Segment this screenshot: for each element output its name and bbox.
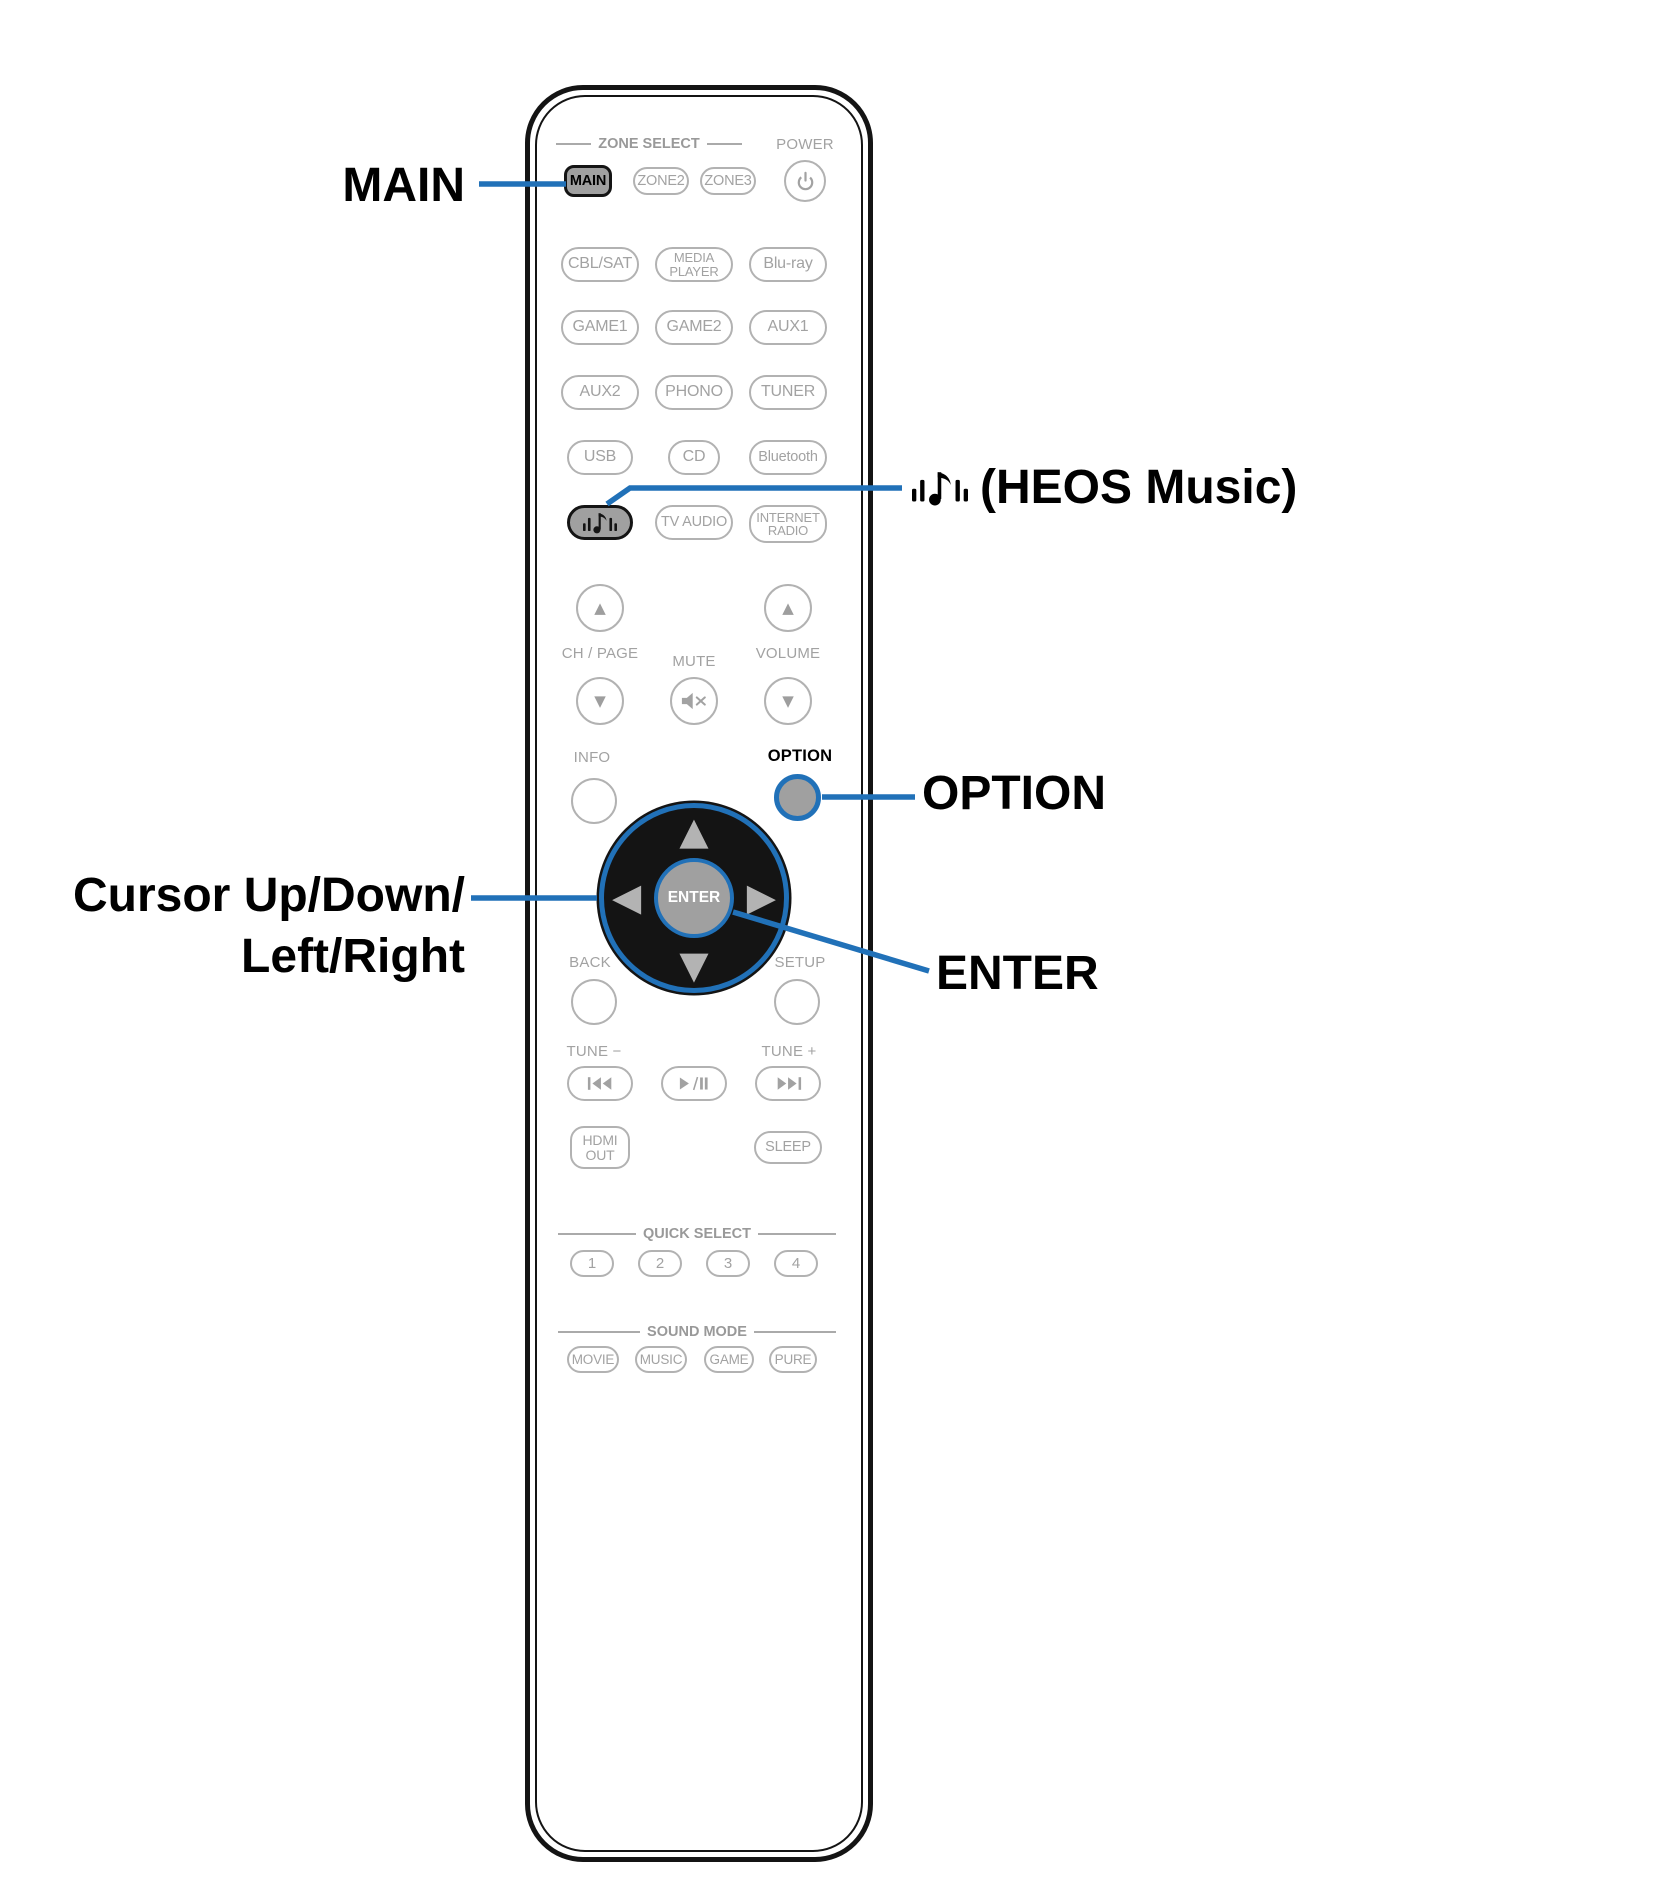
callout-enter-label: ENTER (936, 947, 1099, 1000)
power-icon (797, 171, 813, 190)
header-line (757, 1232, 837, 1236)
heos-music-icon (583, 513, 617, 534)
ch-page-down-button[interactable]: ▼ (576, 677, 624, 725)
phono-button[interactable]: PHONO (655, 375, 733, 410)
hdmi-out-line2: OUT (585, 1146, 615, 1163)
sound-mode-header: SOUND MODE (558, 1324, 836, 1340)
option-label: OPTION (767, 747, 833, 765)
cursor-pad: ▲ ▼ ◀ ▶ ENTER (599, 803, 789, 993)
ch-page-up-button[interactable]: ▲ (576, 584, 624, 632)
power-button[interactable] (784, 160, 826, 202)
quick-select-2-button[interactable]: 2 (638, 1250, 682, 1277)
tune-plus-label: TUNE + (761, 1043, 817, 1060)
volume-down-button[interactable]: ▼ (764, 677, 812, 725)
zone2-button[interactable]: ZONE2 (633, 167, 689, 195)
tv-audio-button[interactable]: TV AUDIO (655, 505, 733, 540)
header-line (706, 142, 743, 146)
bluetooth-button[interactable]: Bluetooth (749, 440, 827, 475)
mute-label: MUTE (672, 653, 716, 670)
cursor-right-button[interactable]: ▶ (746, 875, 776, 920)
media-player-button[interactable]: MEDIA PLAYER (655, 247, 733, 282)
header-line (753, 1330, 836, 1334)
cursor-up-button[interactable]: ▲ (679, 809, 709, 853)
power-label: POWER (776, 136, 834, 153)
play-pause-button[interactable] (661, 1066, 727, 1101)
heos-button[interactable] (567, 505, 633, 540)
zone-select-label: ZONE SELECT (598, 136, 700, 152)
info-label: INFO (573, 749, 611, 766)
skip-back-button[interactable] (567, 1066, 633, 1101)
skip-forward-button[interactable] (755, 1066, 821, 1101)
cbl-sat-button[interactable]: CBL/SAT (561, 247, 639, 282)
hdmi-out-line1: HDMI (582, 1132, 618, 1149)
callout-cursor-line2: Left/Right (241, 929, 465, 983)
usb-button[interactable]: USB (567, 440, 633, 475)
heos-music-icon (912, 472, 968, 506)
internet-radio-line2: RADIO (767, 523, 809, 538)
tuner-button[interactable]: TUNER (749, 375, 827, 410)
tune-minus-label: TUNE − (566, 1043, 622, 1060)
zone-select-header: ZONE SELECT (556, 136, 743, 152)
back-label: BACK (569, 954, 611, 971)
back-button[interactable] (571, 979, 617, 1025)
quick-select-1-button[interactable]: 1 (570, 1250, 614, 1277)
quick-select-4-button[interactable]: 4 (774, 1250, 818, 1277)
blu-ray-button[interactable]: Blu-ray (749, 247, 827, 282)
callout-heos-text: (HEOS Music) (980, 461, 1298, 514)
down-triangle-icon: ▼ (594, 691, 606, 710)
hdmi-out-button[interactable]: HDMI OUT (570, 1126, 630, 1169)
setup-label: SETUP (774, 954, 826, 971)
quick-select-3-button[interactable]: 3 (706, 1250, 750, 1277)
ch-page-label: CH / PAGE (561, 645, 639, 662)
volume-label: VOLUME (755, 645, 821, 662)
play-pause-icon (679, 1076, 708, 1091)
callout-main-label: MAIN (342, 159, 465, 212)
volume-up-button[interactable]: ▲ (764, 584, 812, 632)
sound-mode-label: SOUND MODE (647, 1324, 747, 1340)
up-triangle-icon: ▲ (782, 598, 794, 617)
header-line (558, 1232, 637, 1236)
setup-button[interactable] (774, 979, 820, 1025)
callout-cursor-label: Cursor Up/Down/ Left/Right (15, 866, 465, 988)
callout-cursor-line1: Cursor Up/Down/ (73, 869, 465, 922)
quick-select-label: QUICK SELECT (643, 1226, 751, 1242)
aux2-button[interactable]: AUX2 (561, 375, 639, 410)
internet-radio-button[interactable]: INTERNET RADIO (749, 505, 827, 543)
cursor-down-button[interactable]: ▼ (679, 943, 709, 987)
up-triangle-icon: ▲ (594, 598, 606, 617)
sound-mode-music-button[interactable]: MUSIC (635, 1346, 687, 1373)
mute-icon (681, 692, 706, 710)
aux1-button[interactable]: AUX1 (749, 310, 827, 345)
sleep-button[interactable]: SLEEP (754, 1131, 822, 1164)
mute-button[interactable] (670, 677, 718, 725)
media-player-line1: MEDIA (673, 250, 715, 266)
header-line (558, 1330, 641, 1334)
option-button[interactable] (774, 774, 821, 821)
sound-mode-game-button[interactable]: GAME (704, 1346, 754, 1373)
internet-radio-line1: INTERNET (756, 509, 820, 525)
callout-option-label: OPTION (922, 767, 1107, 820)
game2-button[interactable]: GAME2 (655, 310, 733, 345)
sound-mode-movie-button[interactable]: MOVIE (567, 1346, 619, 1373)
sound-mode-pure-button[interactable]: PURE (769, 1346, 817, 1373)
game1-button[interactable]: GAME1 (561, 310, 639, 345)
cd-button[interactable]: CD (668, 440, 720, 475)
cursor-left-button[interactable]: ◀ (612, 875, 642, 920)
header-line (556, 142, 592, 146)
info-button[interactable] (571, 778, 617, 824)
main-button[interactable]: MAIN (564, 165, 612, 197)
callout-heos-label: (HEOS Music) (912, 460, 1297, 515)
skip-forward-icon (777, 1077, 801, 1090)
zone3-button[interactable]: ZONE3 (700, 167, 756, 195)
quick-select-header: QUICK SELECT (558, 1226, 837, 1242)
skip-back-icon (587, 1077, 611, 1090)
media-player-line2: PLAYER (669, 263, 719, 279)
enter-button[interactable]: ENTER (654, 858, 734, 938)
down-triangle-icon: ▼ (782, 691, 794, 710)
